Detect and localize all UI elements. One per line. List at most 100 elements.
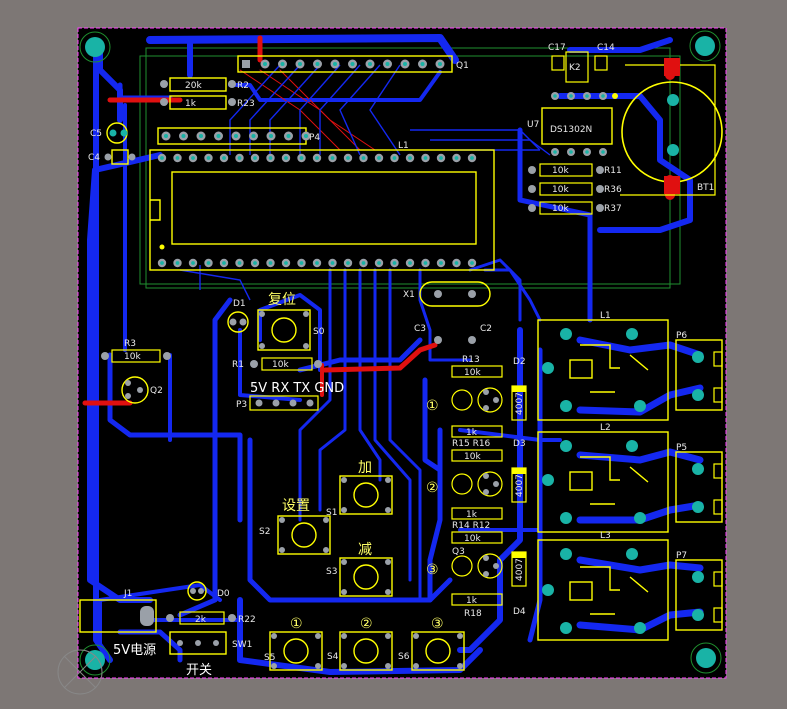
lcd-module: L1 xyxy=(149,141,495,271)
p4-pin-hole xyxy=(303,133,309,139)
lcd-pin-bottom-hole xyxy=(470,261,474,265)
r37-ref: R37 xyxy=(604,204,622,214)
resistor-r2: 20k R2 xyxy=(160,77,249,92)
relay-channel-3: L3 P7 xyxy=(537,531,723,641)
d1-ref: D1 xyxy=(233,299,246,309)
resistor-r23: 1k R23 xyxy=(160,95,255,110)
lcd-pin-bottom-hole xyxy=(392,261,397,265)
driver-label-three: ③ xyxy=(426,562,439,578)
s6-ref: S6 xyxy=(398,652,410,662)
label-add: 加 xyxy=(358,460,372,476)
bt1-ref: BT1 xyxy=(697,183,714,193)
lcd-pin-bottom-hole xyxy=(191,261,195,265)
rtc-pin-top-hole xyxy=(601,94,605,98)
q1-pin-hole xyxy=(280,61,285,67)
lcd-pin-top-hole xyxy=(423,156,428,160)
c17-ref: C17 xyxy=(548,43,566,53)
c5-ref: C5 xyxy=(90,129,102,139)
label-power: 5V电源 xyxy=(113,643,156,658)
lcd-pin-top-hole xyxy=(330,156,335,160)
q1-pin-hole xyxy=(315,61,320,67)
r11-value: 10k xyxy=(552,166,569,176)
lcd-pin-top-hole xyxy=(237,156,242,160)
lcd-pin-bottom-hole xyxy=(330,261,335,265)
r14-value: 1k xyxy=(466,428,478,438)
r1-ref: R1 xyxy=(232,360,244,370)
r3-ref: R3 xyxy=(124,339,136,349)
rtc-pin-top-hole xyxy=(569,94,573,98)
c14-ref: C14 xyxy=(597,43,615,53)
p6-ref: P6 xyxy=(676,331,687,341)
capacitor-c4: C4 xyxy=(88,149,136,165)
q1-pin-hole xyxy=(385,61,390,67)
lcd-pin-bottom-hole xyxy=(346,261,350,265)
l1-ref: L1 xyxy=(600,311,611,321)
d4-ref: D4 xyxy=(513,607,526,617)
r2-ref: R2 xyxy=(237,81,249,91)
header-p4: P4 xyxy=(157,127,320,145)
relay-channel-1: L1 P6 xyxy=(537,311,723,421)
copper-bottom-traces xyxy=(87,34,704,675)
r15-value: 10k xyxy=(464,452,481,462)
lcd-pin-top-hole xyxy=(299,156,304,160)
c3-ref: C3 xyxy=(414,324,426,334)
rtc-pin-bottom-hole xyxy=(601,150,605,154)
q3-ref: Q3 xyxy=(452,547,465,557)
r1-value: 10k xyxy=(272,360,289,370)
r36-ref: R36 xyxy=(604,185,622,195)
p4-pin-hole xyxy=(216,133,221,139)
label-serial: 5V RX TX GND xyxy=(250,381,344,396)
rtc-pin-top-hole xyxy=(553,94,557,98)
lcd-pin-top-hole xyxy=(315,156,319,160)
q1-pin-hole xyxy=(437,61,443,67)
resistors-rtc: 10k 10k 10k R11 R36 R37 xyxy=(528,163,622,215)
r2-value: 20k xyxy=(185,81,202,91)
u7-ref: U7 xyxy=(527,120,539,130)
lcd-pin-bottom-hole xyxy=(423,261,428,265)
l3-ref: L3 xyxy=(600,531,611,541)
label-one: ① xyxy=(290,616,303,632)
driver-label-one: ① xyxy=(426,398,439,414)
crystal-x1: X1 C3 C2 xyxy=(403,281,492,344)
lcd-pin-bottom-hole xyxy=(268,261,273,265)
lcd-pin-top-hole xyxy=(361,156,366,160)
lcd-pin-top-hole xyxy=(253,156,257,160)
power-section: J1 5V电源 D0 2k R22 SW1 开关 xyxy=(79,581,256,678)
lcd-pin-top-hole xyxy=(377,156,381,160)
s5-ref: S5 xyxy=(264,653,275,663)
d4-value: 4007 xyxy=(515,558,525,581)
lcd-pin-top-hole xyxy=(268,156,273,160)
driver-stage: ① ② ③ 10k R13 D2 4007 1k R15 R16 10k D3 … xyxy=(426,355,527,619)
p4-pin-hole xyxy=(268,133,274,139)
j1-ref: J1 xyxy=(123,589,132,599)
r23-ref: R23 xyxy=(237,99,255,109)
reset-section: D1 复位 S0 10k R1 xyxy=(227,291,325,371)
lcd-pin-top-hole xyxy=(284,156,288,160)
d2-value: 4007 xyxy=(515,392,525,415)
lcd-pin-bottom-hole xyxy=(315,261,319,265)
label-setup: 设置 xyxy=(282,498,310,514)
label-two: ② xyxy=(360,616,373,632)
lcd-pin-top-hole xyxy=(454,156,459,160)
q1-pin-hole xyxy=(367,61,373,67)
lcd-pin-bottom-hole xyxy=(299,261,304,265)
lcd-pin-top-hole xyxy=(470,156,474,160)
lcd-pin-top-hole xyxy=(392,156,397,160)
lcd-pin-bottom-hole xyxy=(175,261,180,265)
p4-pin-hole xyxy=(163,133,169,139)
d3-ref: D3 xyxy=(513,439,526,449)
x1-ref: X1 xyxy=(403,290,415,300)
p4-pin-hole xyxy=(198,133,204,139)
lcd-pin-bottom-hole xyxy=(160,261,164,265)
r37-value: 10k xyxy=(552,204,569,214)
r13-ref: R13 xyxy=(462,355,480,365)
p3-ref: P3 xyxy=(236,400,247,410)
lcd-pin-top-hole xyxy=(175,156,180,160)
s1-ref: S1 xyxy=(326,508,337,518)
button-two: ② S4 xyxy=(327,616,393,671)
rtc-pin-top-hole xyxy=(585,94,589,98)
p5-ref: P5 xyxy=(676,443,687,453)
lcd-pin-top-hole xyxy=(439,156,443,160)
q1-pin-hole xyxy=(262,61,268,67)
